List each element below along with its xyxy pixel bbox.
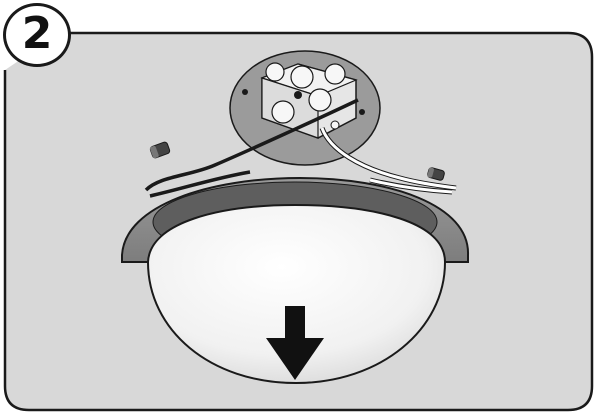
junction-box xyxy=(229,50,381,166)
white-wire xyxy=(320,127,457,190)
glass-globe xyxy=(146,203,447,385)
black-fixture-wire xyxy=(149,170,251,198)
black-wire xyxy=(144,98,359,192)
wire-nut-icon xyxy=(149,141,171,159)
wire-nut-icon xyxy=(427,167,445,181)
arrow-down-icon xyxy=(266,306,324,380)
white-fixture-wire xyxy=(369,178,453,194)
step-number-badge: 2 xyxy=(3,3,71,67)
step-number: 2 xyxy=(21,8,53,59)
